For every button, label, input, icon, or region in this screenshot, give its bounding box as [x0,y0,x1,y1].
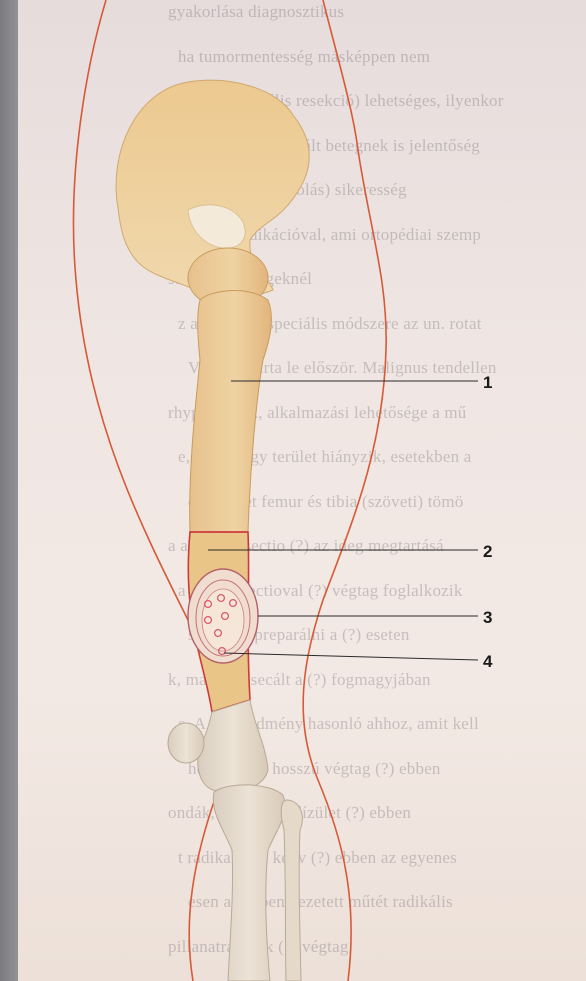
tumor-mass [188,569,258,663]
tumor-inner-core [202,589,244,651]
label-1: 1 [483,373,492,392]
label-4: 4 [483,652,493,671]
label-3: 3 [483,608,492,627]
tibia [213,785,285,981]
femur-proximal [190,291,272,532]
fibula [281,800,302,981]
leg-resection-diagram: 1 2 3 4 [18,0,586,981]
leader-line-4 [224,653,478,660]
femur-distal [198,700,268,792]
book-spine-shadow [0,0,18,981]
outline-front-of-leg [303,0,386,981]
label-2: 2 [483,542,492,561]
patella [168,723,204,763]
